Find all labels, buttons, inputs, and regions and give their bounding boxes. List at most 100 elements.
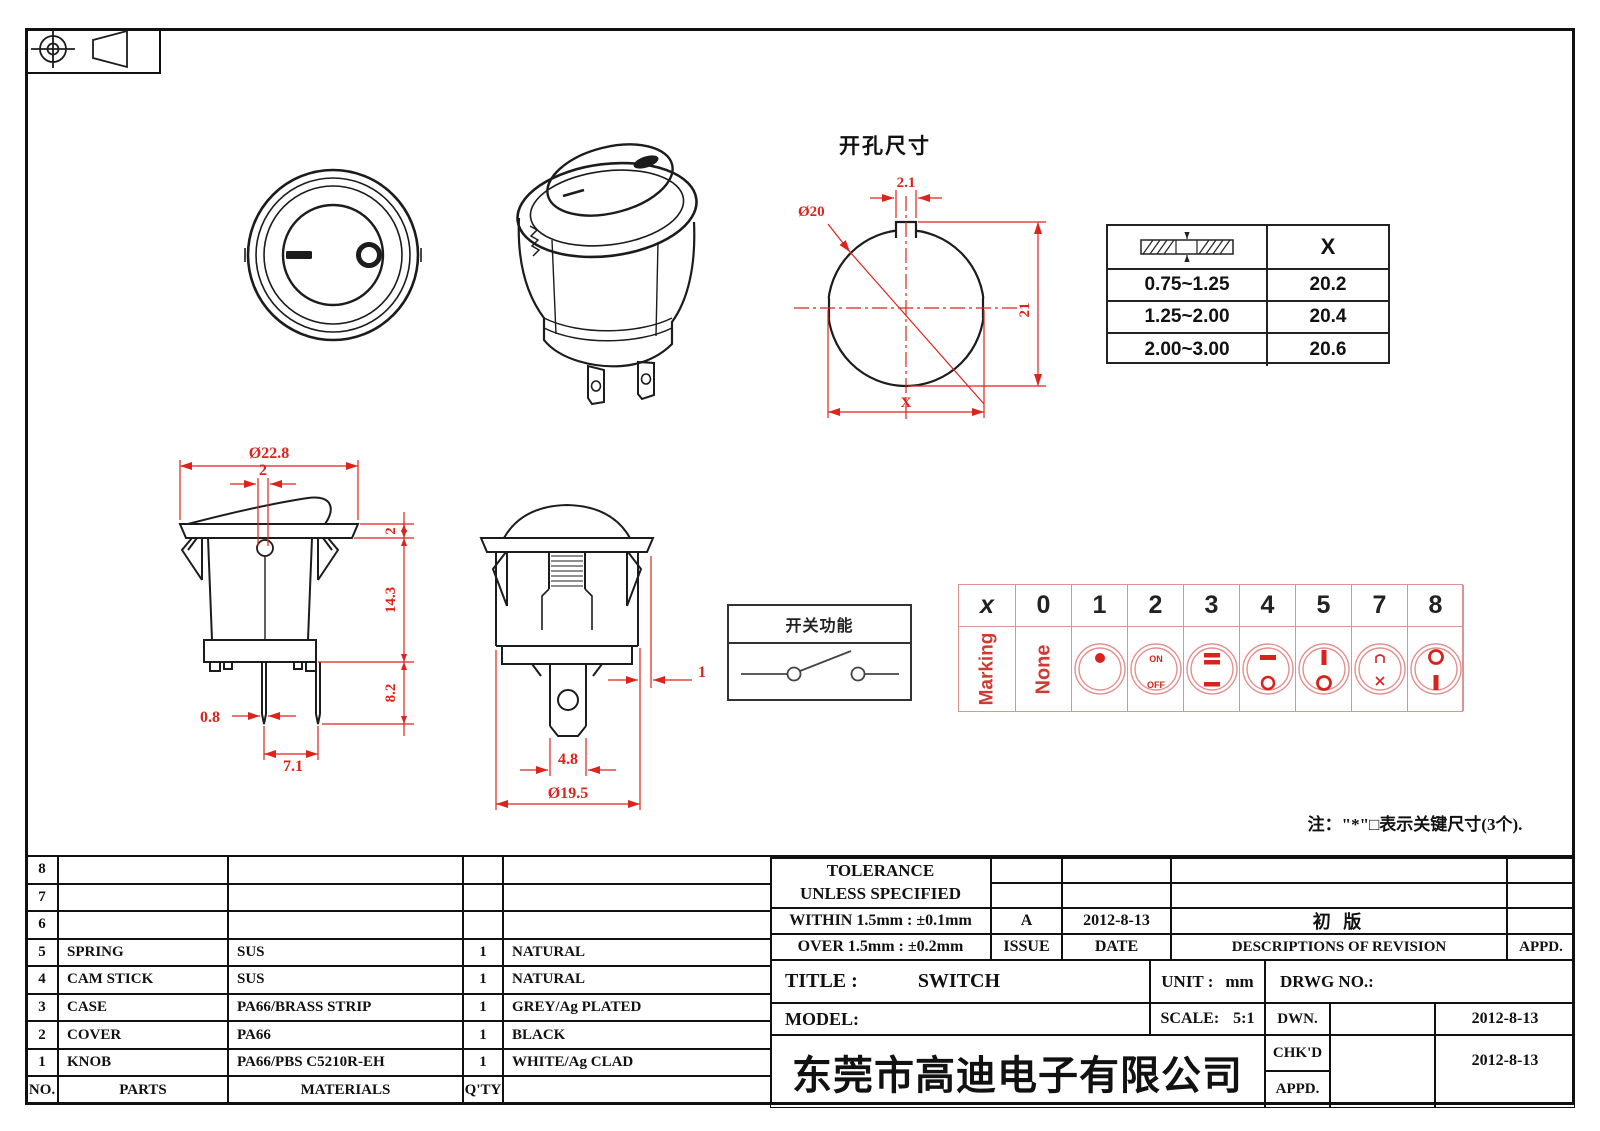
dim-flange-diameter: Ø22.8 <box>249 445 289 462</box>
thickness-range: 0.75~1.25 <box>1108 270 1268 302</box>
revision-empty-cell <box>1507 858 1575 883</box>
revision-empty-cell <box>1062 858 1171 883</box>
dim-cutout-width-x: X <box>901 395 912 411</box>
marking-icon-cell <box>1408 627 1464 711</box>
panel-cutout-drawing: 2.1 Ø20 21 X <box>794 175 1046 420</box>
revision-date: 2012-8-13 <box>1062 908 1171 934</box>
scale-cell: SCALE: 5:1 <box>1150 1003 1265 1035</box>
revision-desc-label: DESCRIPTIONS OF REVISION <box>1171 934 1507 960</box>
revision-empty-cell <box>1062 883 1171 908</box>
table-row: 6 <box>25 910 772 940</box>
switch-3d-view <box>516 143 698 406</box>
thickness-header-x: X <box>1268 226 1388 270</box>
panel-hatch-icon <box>1140 232 1234 262</box>
revision-empty-cell <box>1171 858 1507 883</box>
title-cell: TITLE : SWITCH <box>770 960 1150 1003</box>
svg-text:ON: ON <box>1149 654 1163 664</box>
marking-icon-cell <box>1184 627 1240 711</box>
switch-front-view <box>244 168 422 342</box>
chkd-label: CHK'D <box>1265 1035 1330 1071</box>
rocker-o-marking-3d <box>633 155 659 169</box>
table-row: 7 <box>25 882 772 913</box>
drawing-border-frame <box>25 28 1575 1105</box>
panel-thickness-table: X 0.75~1.25 20.2 1.25~2.00 20.4 2.00~3.0… <box>1106 224 1390 366</box>
drwg-no-cell: DRWG NO.: <box>1265 960 1575 1003</box>
chkd-signature-cell <box>1330 1035 1435 1108</box>
revision-empty-cell <box>1507 883 1575 908</box>
chkd-date: 2012-8-13 <box>1435 1035 1575 1108</box>
dim-pin-length: 8.2 <box>383 684 399 703</box>
dim-cutout-diameter: Ø20 <box>798 204 825 220</box>
rocker-o-marking <box>356 242 382 268</box>
dim-cutout-height: 21 <box>1017 303 1033 318</box>
marking-icon-cell <box>1296 627 1352 711</box>
scale-value: 5:1 <box>1233 1010 1255 1027</box>
tolerance-over: OVER 1.5mm : ±0.2mm <box>770 934 991 960</box>
dim-pin-pitch: 7.1 <box>283 758 303 775</box>
marking-header-8: 8 <box>1408 585 1464 627</box>
dim-body-diameter: Ø19.5 <box>548 785 588 802</box>
date-label: DATE <box>1062 934 1171 960</box>
title-block: TOLERANCE UNLESS SPECIFIED WITHIN 1.5mm … <box>770 855 1575 1108</box>
first-angle-projection-icon <box>31 29 128 69</box>
marking-icon-cell <box>1072 627 1128 711</box>
switch-front-dim-view: 1 4.8 Ø19.5 <box>479 503 706 810</box>
marking-header-3: 3 <box>1184 585 1240 627</box>
marking-header-4: 4 <box>1240 585 1296 627</box>
marking-icon-cell <box>1240 627 1296 711</box>
dwn-date: 2012-8-13 <box>1435 1003 1575 1035</box>
revision-appd-empty <box>1507 908 1575 934</box>
marking-options-table: x 0 1 2 3 4 5 7 8 Marking None ON OFF <box>958 584 1464 712</box>
dim-terminal-width: 4.8 <box>558 751 578 768</box>
projection-symbol-box <box>25 28 161 74</box>
thickness-x-value: 20.6 <box>1309 339 1347 360</box>
dim-body-height: 14.3 <box>383 587 399 613</box>
switch-side-view: Ø22.8 2 2 14.3 8.2 0.8 7.1 <box>178 445 414 775</box>
switch-function-title: 开关功能 <box>729 606 910 644</box>
marking-dot-circle-icon <box>1073 643 1126 695</box>
table-row: 8 <box>25 855 772 885</box>
switch-function-box: 开关功能 <box>727 604 912 701</box>
key-dimension-note: 注："*"□表示关键尺寸(3个). <box>1307 815 1523 834</box>
svg-text:OFF: OFF <box>1147 680 1165 690</box>
revision-empty-cell <box>991 883 1062 908</box>
thickness-x-value: 20.4 <box>1268 302 1388 334</box>
marking-header-0: 0 <box>1016 585 1072 627</box>
marking-small-marks-circle-icon <box>1353 643 1406 695</box>
marking-header-2: 2 <box>1128 585 1184 627</box>
marking-icon-cell: ON OFF <box>1128 627 1184 711</box>
tolerance-within: WITHIN 1.5mm : ±0.1mm <box>770 908 991 934</box>
marking-o-bar-circle-icon <box>1409 643 1462 695</box>
company-name: 东莞市高迪电子有限公司 <box>770 1035 1265 1108</box>
tolerance-header-cell: TOLERANCE UNLESS SPECIFIED <box>770 858 991 908</box>
marking-row-label-cell: Marking <box>959 627 1016 711</box>
spst-circuit-icon <box>741 650 899 682</box>
drawing-title: SWITCH <box>917 970 1001 992</box>
dim-slot-width: 2 <box>259 462 267 479</box>
unit-value: mm <box>1225 971 1254 991</box>
dwn-label: DWN. <box>1265 1003 1330 1035</box>
marking-none-cell: None <box>1016 627 1072 711</box>
issue-label: ISSUE <box>991 934 1062 960</box>
marking-none-label: None <box>1032 644 1054 694</box>
revision-empty-cell <box>1171 883 1507 908</box>
marking-header-7: 7 <box>1352 585 1408 627</box>
thickness-x-value: 20.2 <box>1268 270 1388 302</box>
unit-cell: UNIT : mm <box>1150 960 1265 1003</box>
dim-notch-width: 2.1 <box>897 175 916 191</box>
appd-label: APPD. <box>1265 1071 1330 1108</box>
thickness-range: 2.00~3.00 <box>1108 334 1268 366</box>
marking-dash-o-circle-icon <box>1241 643 1294 695</box>
model-cell: MODEL: <box>770 1003 1150 1035</box>
revision-description: 初 版 <box>1171 908 1507 934</box>
marking-header-x: x <box>959 585 1016 627</box>
dwn-signature-cell <box>1330 1003 1435 1035</box>
appd-column-label: APPD. <box>1507 934 1575 960</box>
